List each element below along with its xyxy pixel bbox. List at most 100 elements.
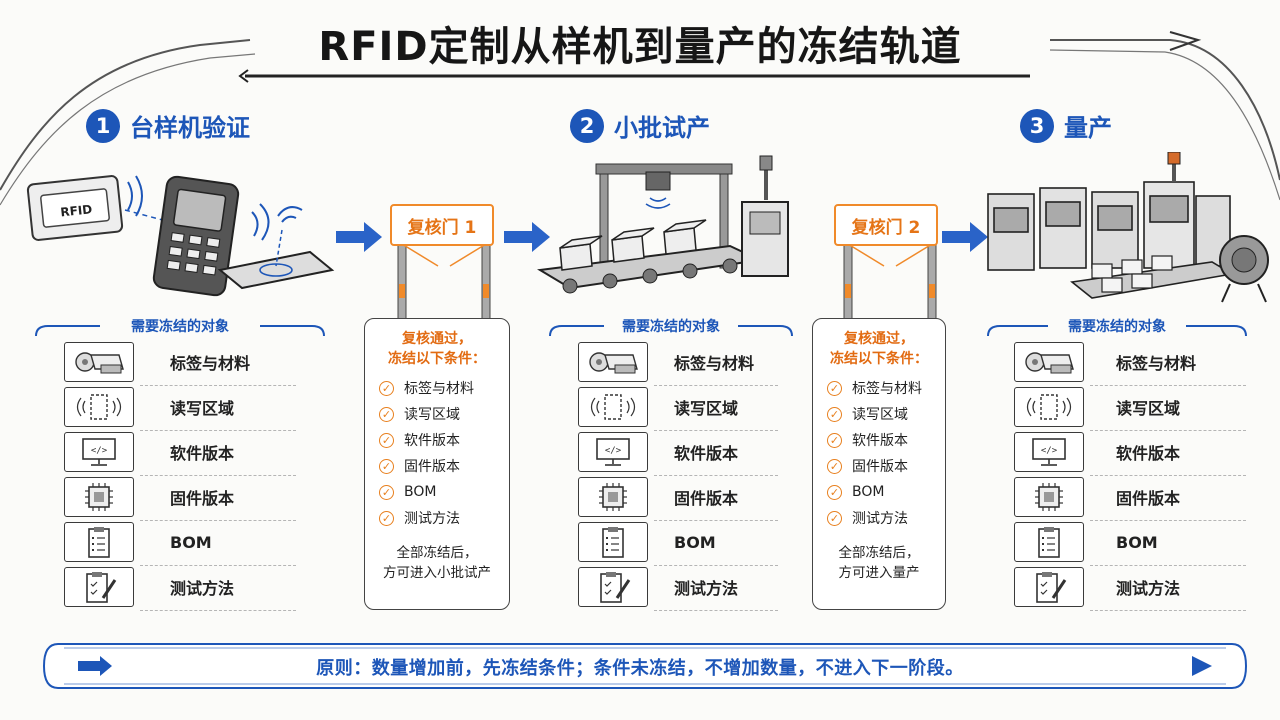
freeze-list-2: 标签与材料 读写区域 </> 软件版本 固件版本 BOM 测试方法	[578, 340, 778, 612]
svg-text:</>: </>	[91, 446, 108, 456]
checklist-item: ✓BOM	[813, 479, 945, 505]
check-circle-icon: ✓	[827, 406, 842, 422]
list-item: 标签与材料	[1014, 340, 1246, 386]
list-item: 测试方法	[64, 565, 296, 611]
banner-arrow-left-icon	[78, 656, 112, 676]
freeze-list-heading-2: 需要冻结的对象	[622, 319, 720, 335]
list-item-label: BOM	[674, 532, 716, 552]
mass-production-line-illustration	[987, 152, 1269, 303]
check-circle-icon: ✓	[379, 432, 394, 448]
checklist-item: ✓测试方法	[813, 505, 945, 531]
freeze-list-3: 标签与材料 读写区域 </> 软件版本 固件版本 BOM 测试方法	[1014, 340, 1246, 612]
list-item-label: 读写区域	[674, 399, 739, 418]
read-zone-icon	[1014, 387, 1084, 427]
checklist-item: ✓软件版本	[813, 427, 945, 453]
card-footer-line-2: 方可进入量产	[838, 565, 920, 581]
svg-text:</>: </>	[605, 446, 622, 456]
clipboard-pen-icon	[64, 567, 134, 607]
banner-play-icon	[1192, 656, 1212, 676]
list-item: 测试方法	[1014, 565, 1246, 611]
read-zone-icon	[64, 387, 134, 427]
stage-heading-3: 3 量产	[1020, 108, 1112, 143]
list-item-label: 固件版本	[1116, 489, 1181, 508]
freeze-list-heading-1: 需要冻结的对象	[131, 319, 229, 335]
list-item: 固件版本	[64, 475, 296, 521]
stage-heading-2: 2 小批试产	[570, 108, 710, 143]
chip-icon	[578, 477, 648, 517]
list-item-label: BOM	[1116, 532, 1158, 552]
check-circle-icon: ✓	[379, 510, 394, 526]
stage-number-badge: 1	[86, 108, 120, 143]
prototype-reader-illustration: RFID	[26, 175, 335, 297]
list-item-label: 标签与材料	[1116, 354, 1197, 373]
label-roll-icon	[578, 342, 648, 382]
freeze-list-1: 标签与材料 读写区域 </> 软件版本 固件版本 BOM 测试方法	[64, 340, 296, 612]
list-item-label: 固件版本	[170, 489, 235, 508]
list-item-label: BOM	[170, 532, 212, 552]
gate-2-posts	[843, 240, 937, 324]
label-roll-icon	[1014, 342, 1084, 382]
monitor-code-icon: </>	[64, 432, 134, 472]
list-item: BOM	[1014, 520, 1246, 566]
list-item: BOM	[578, 520, 778, 566]
svg-text:</>: </>	[1041, 446, 1058, 456]
principle-banner-frame	[42, 643, 1248, 689]
principle-text: 原则：数量增加前，先冻结条件；条件未冻结，不增加数量，不进入下一阶段。	[316, 658, 964, 679]
freeze-list-bracket-2	[549, 325, 793, 337]
list-item: 固件版本	[578, 475, 778, 521]
card-footer-line-2: 方可进入小批试产	[383, 565, 491, 581]
gate-1-checklist-card: 复核通过， 冻结以下条件： ✓标签与材料 ✓读写区域 ✓软件版本 ✓固件版本 ✓…	[364, 318, 510, 610]
checklist-item: ✓标签与材料	[813, 375, 945, 401]
gate-1-posts	[397, 240, 491, 324]
gate-2-label: 复核门 2	[834, 204, 938, 246]
monitor-code-icon: </>	[578, 432, 648, 472]
flow-arrow-1	[336, 222, 382, 252]
checklist-item: ✓读写区域	[365, 401, 509, 427]
list-item: 读写区域	[578, 385, 778, 431]
list-item-label: 测试方法	[1116, 579, 1181, 598]
freeze-list-heading-3: 需要冻结的对象	[1068, 319, 1166, 335]
clipboard-list-icon	[1014, 522, 1084, 562]
list-item-label: 读写区域	[1116, 399, 1181, 418]
stage-label: 量产	[1064, 114, 1112, 142]
list-item-label: 标签与材料	[170, 354, 251, 373]
list-item-label: 读写区域	[170, 399, 235, 418]
card-footer-line-1: 全部冻结后，	[396, 545, 478, 561]
list-item: 测试方法	[578, 565, 778, 611]
clipboard-list-icon	[64, 522, 134, 562]
list-item: 读写区域	[1014, 385, 1246, 431]
list-item: </> 软件版本	[64, 430, 296, 476]
check-circle-icon: ✓	[379, 458, 394, 474]
freeze-list-bracket-3	[987, 325, 1247, 337]
gate-1-label: 复核门 1	[390, 204, 494, 246]
freeze-list-bracket-1	[35, 325, 325, 337]
checklist-item: ✓固件版本	[813, 453, 945, 479]
list-item-label: 测试方法	[170, 579, 235, 598]
check-circle-icon: ✓	[827, 380, 842, 396]
list-item: </> 软件版本	[1014, 430, 1246, 476]
list-item-label: 软件版本	[170, 444, 235, 463]
card-title-line-2: 冻结以下条件：	[388, 351, 486, 367]
clipboard-pen-icon	[1014, 567, 1084, 607]
card-title-line-1: 复核通过，	[402, 331, 472, 347]
clipboard-list-icon	[578, 522, 648, 562]
check-circle-icon: ✓	[827, 484, 842, 500]
stage-number-badge: 2	[570, 108, 604, 143]
list-item: </> 软件版本	[578, 430, 778, 476]
list-item: 标签与材料	[578, 340, 778, 386]
check-circle-icon: ✓	[379, 484, 394, 500]
list-item: 读写区域	[64, 385, 296, 431]
flow-arrow-3	[942, 222, 988, 252]
list-item: 固件版本	[1014, 475, 1246, 521]
pilot-conveyor-illustration	[537, 155, 789, 294]
read-zone-icon	[578, 387, 648, 427]
check-circle-icon: ✓	[827, 432, 842, 448]
check-circle-icon: ✓	[379, 380, 394, 396]
checklist-item: ✓BOM	[365, 479, 509, 505]
list-item-label: 软件版本	[1116, 444, 1181, 463]
list-item: BOM	[64, 520, 296, 566]
list-item-label: 标签与材料	[674, 354, 755, 373]
card-title-line-2: 冻结以下条件：	[830, 351, 928, 367]
rfid-tag-text: RFID	[60, 202, 93, 219]
